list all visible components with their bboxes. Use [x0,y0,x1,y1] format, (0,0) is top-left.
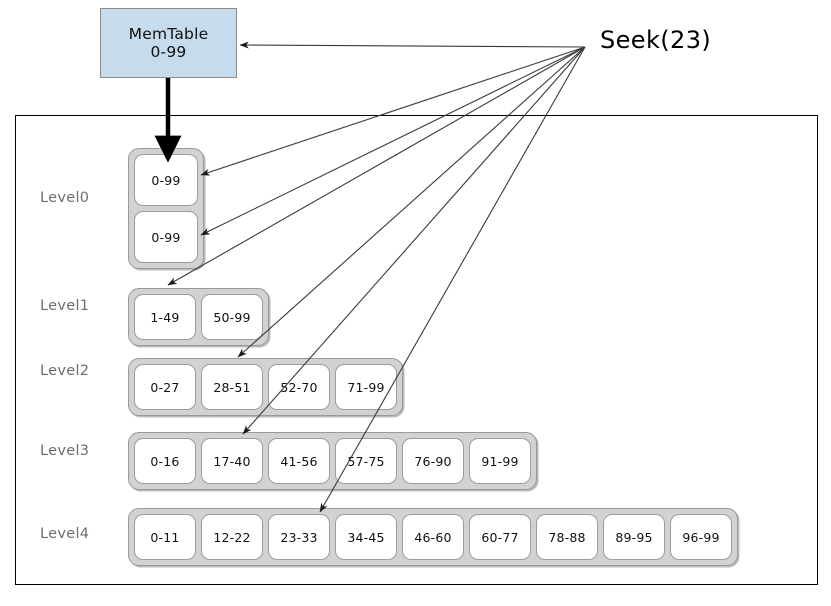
sst-file[interactable]: 46-60 [402,514,464,560]
memtable-title: MemTable [128,24,209,43]
sst-file[interactable]: 1-49 [134,294,196,340]
sst-file[interactable]: 57-75 [335,438,397,484]
sst-file[interactable]: 91-99 [469,438,531,484]
level-label-3: Level3 [40,443,90,459]
sst-file[interactable]: 76-90 [402,438,464,484]
seek-arrow-memtable [239,41,586,49]
sst-file[interactable]: 0-16 [134,438,196,484]
level-label-0: Level0 [40,190,90,206]
sst-file[interactable]: 71-99 [335,364,397,410]
sst-file[interactable]: 96-99 [670,514,732,560]
sst-file[interactable]: 78-88 [536,514,598,560]
seek-label: Seek(23) [600,26,712,54]
sst-file[interactable]: 41-56 [268,438,330,484]
level-label-1: Level1 [40,298,90,314]
sst-file[interactable]: 23-33 [268,514,330,560]
sst-file[interactable]: 0-99 [134,154,198,206]
sst-file[interactable]: 34-45 [335,514,397,560]
sst-file[interactable]: 50-99 [201,294,263,340]
sst-file[interactable]: 89-95 [603,514,665,560]
memtable-range: 0-99 [150,43,187,61]
sst-file[interactable]: 12-22 [201,514,263,560]
sst-file[interactable]: 17-40 [201,438,263,484]
sst-file[interactable]: 0-99 [134,211,198,263]
memtable-box[interactable]: MemTable 0-99 [100,8,237,78]
sst-file[interactable]: 60-77 [469,514,531,560]
level-label-2: Level2 [40,363,90,379]
level-label-4: Level4 [40,526,90,542]
sst-file[interactable]: 0-27 [134,364,196,410]
sst-file[interactable]: 52-70 [268,364,330,410]
sst-file[interactable]: 0-11 [134,514,196,560]
sst-file[interactable]: 28-51 [201,364,263,410]
